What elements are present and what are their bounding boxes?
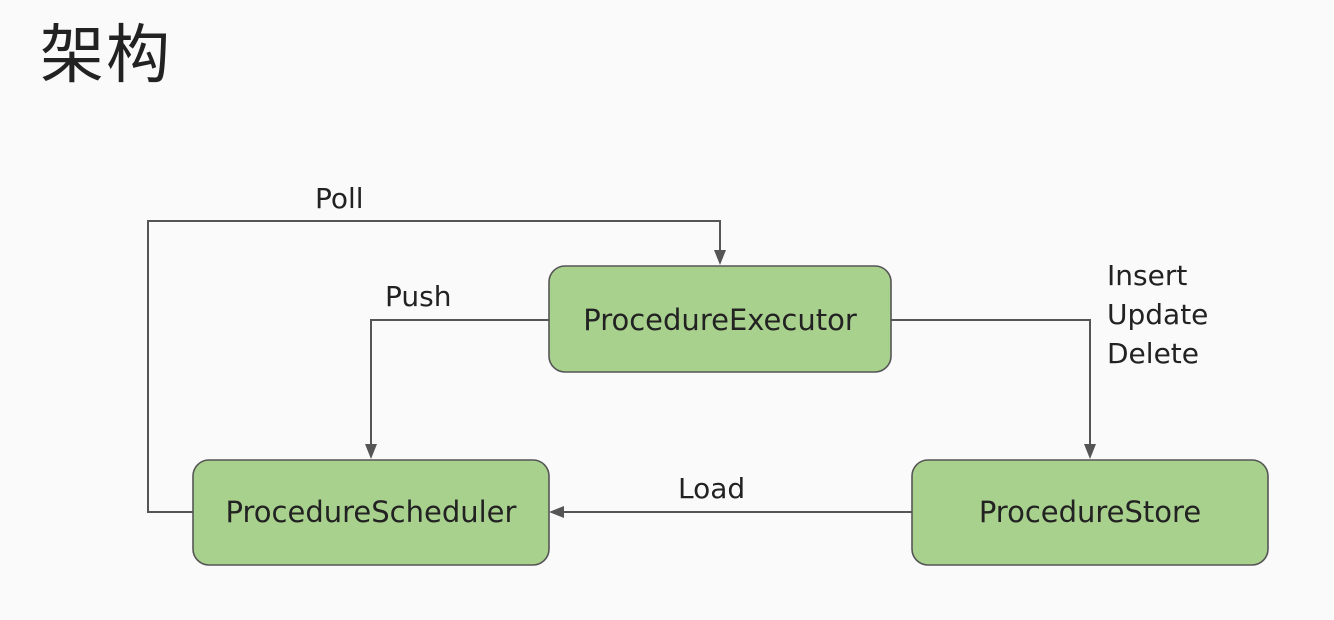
delete-label: Delete: [1107, 337, 1199, 370]
procedure-executor-node: ProcedureExecutor: [548, 265, 892, 373]
procedure-scheduler-label: ProcedureScheduler: [226, 495, 517, 529]
push-label: Push: [385, 280, 451, 313]
update-label: Update: [1107, 298, 1208, 331]
push-arrowhead: [365, 444, 377, 459]
load-arrowhead: [549, 506, 564, 518]
poll-edge: [147, 220, 721, 513]
poll-arrowhead: [714, 250, 726, 265]
poll-label: Poll: [315, 182, 364, 215]
procedure-scheduler-node: ProcedureScheduler: [192, 459, 550, 566]
store-ops-edge: [891, 319, 1091, 446]
load-label: Load: [678, 472, 745, 505]
page-title: 架构: [40, 19, 172, 93]
push-edge: [370, 319, 549, 446]
procedure-store-label: ProcedureStore: [979, 495, 1201, 529]
insert-label: Insert: [1107, 259, 1187, 292]
procedure-executor-label: ProcedureExecutor: [583, 303, 857, 337]
store-ops-arrowhead: [1084, 444, 1096, 459]
procedure-store-node: ProcedureStore: [911, 459, 1269, 566]
